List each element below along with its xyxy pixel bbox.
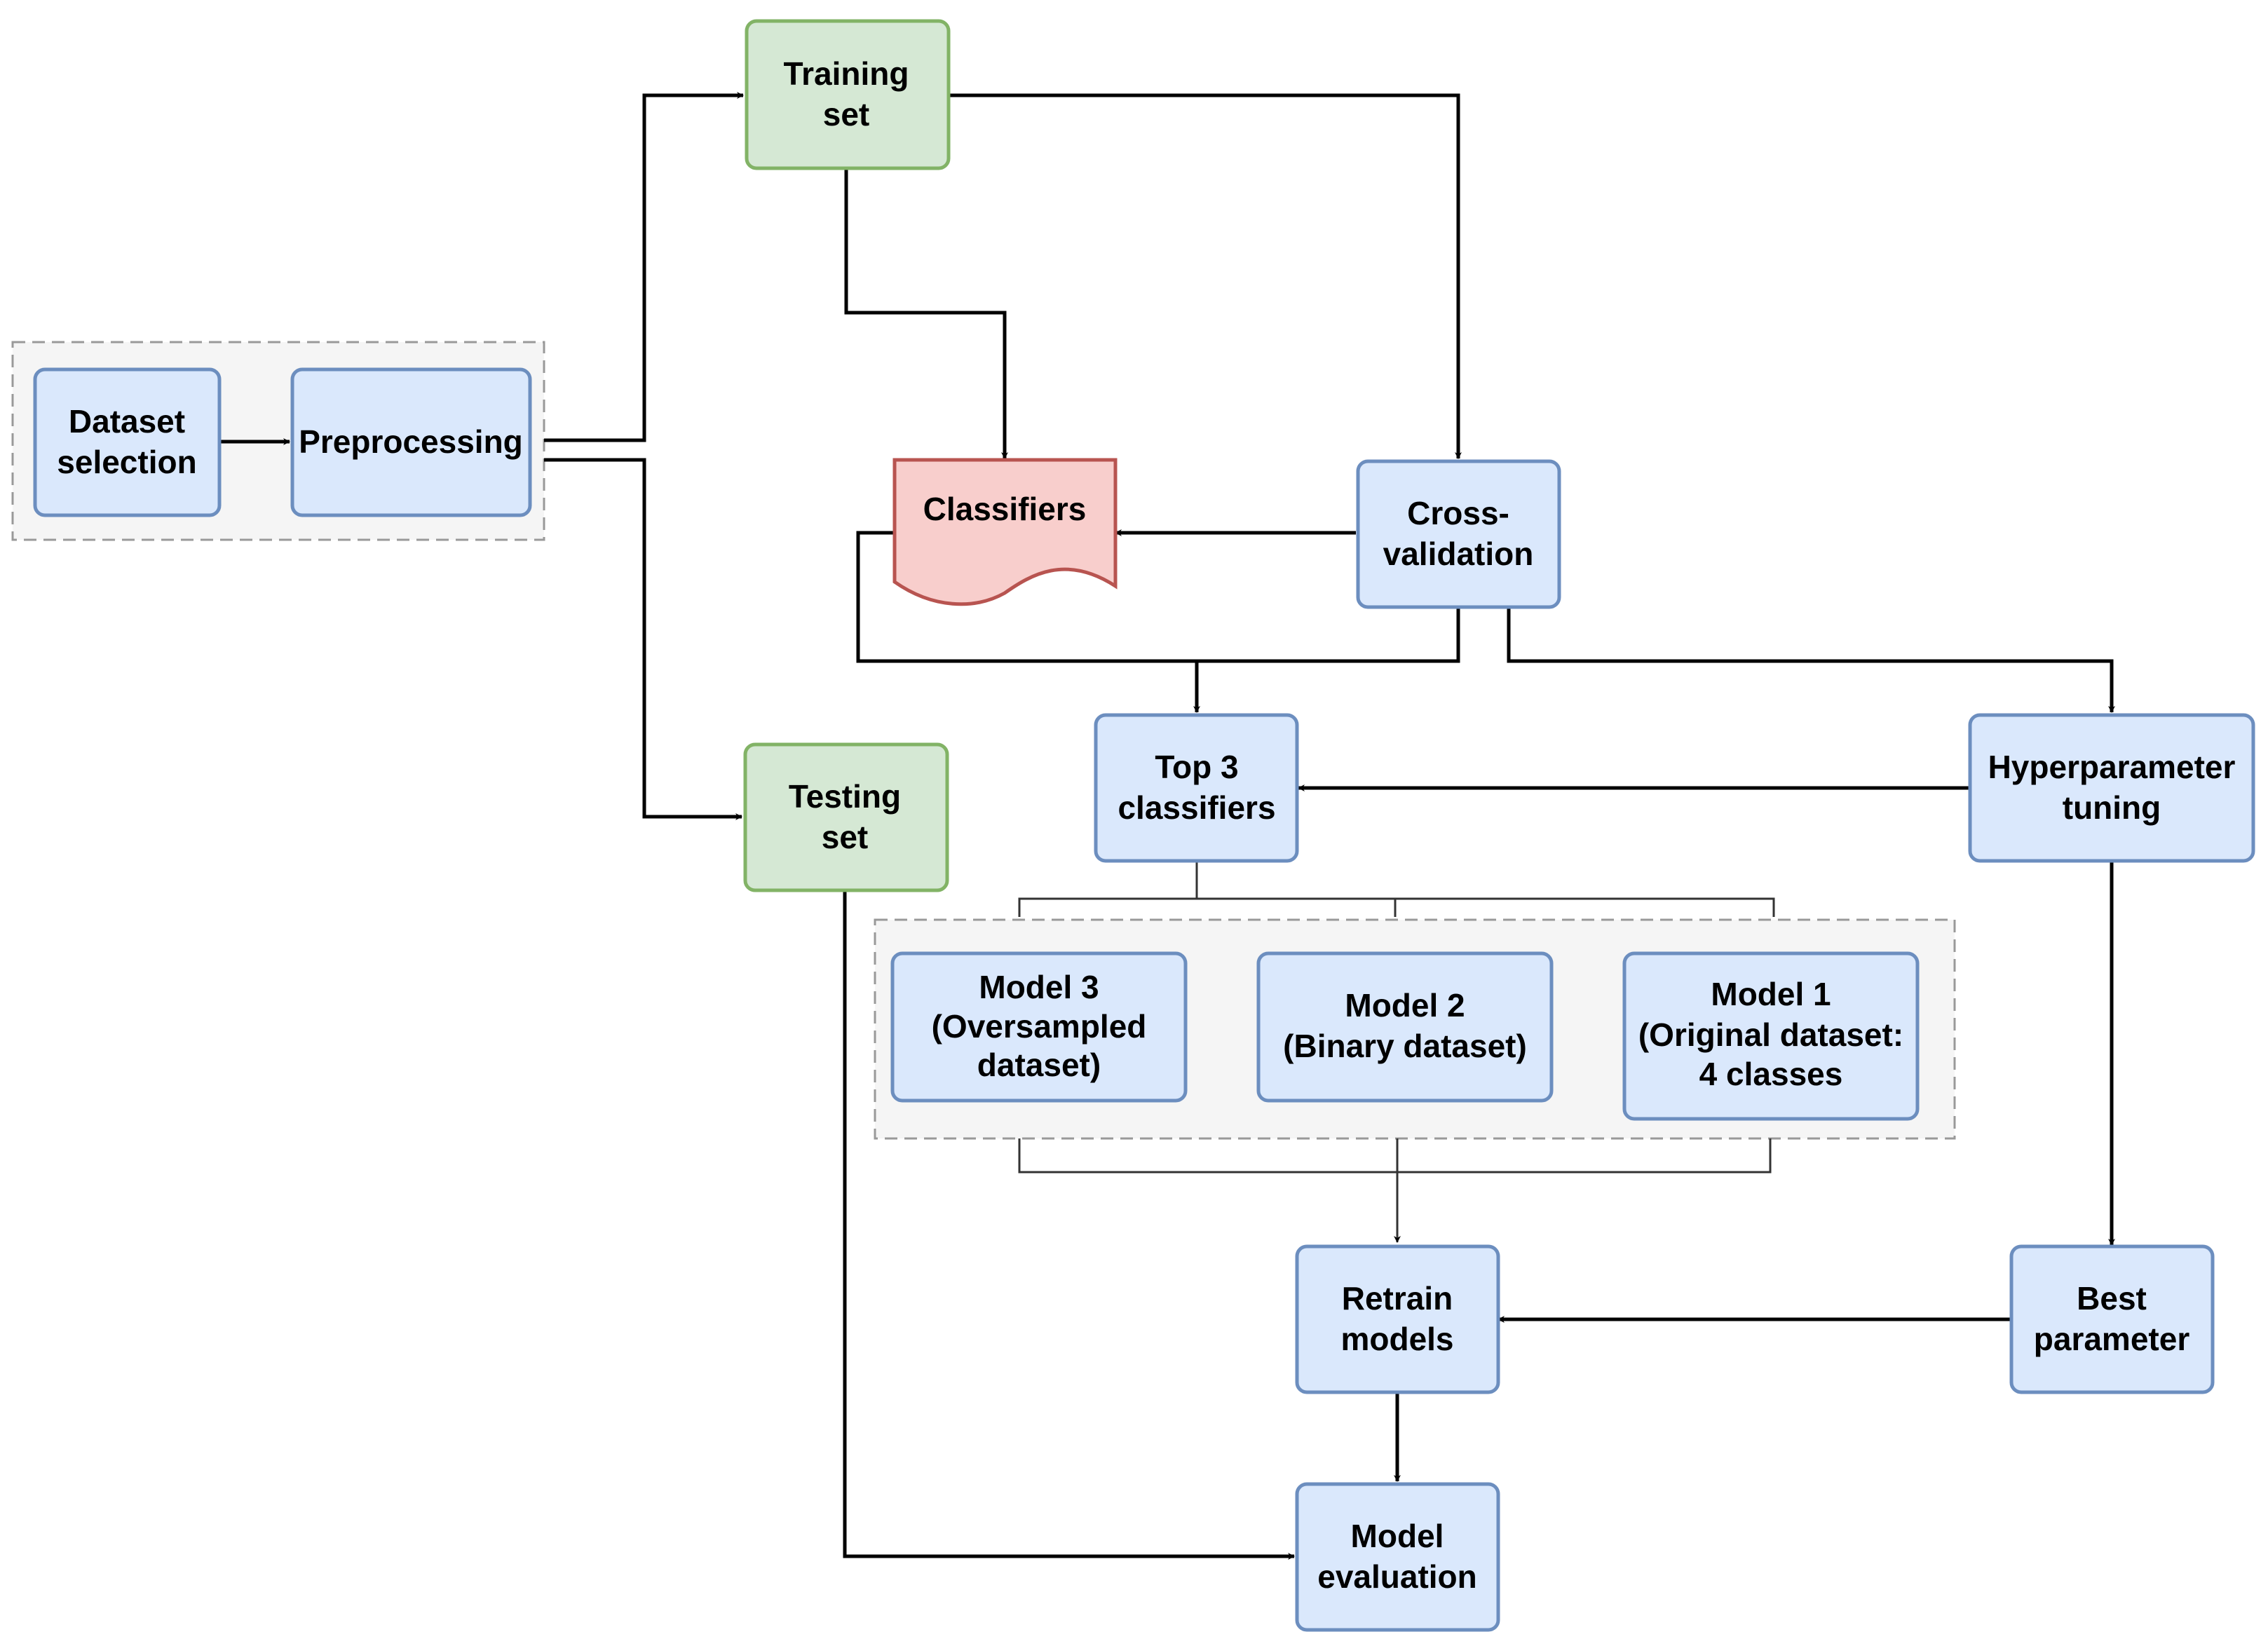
model1-node[interactable]: Model 1 (Original dataset: 4 classes (1622, 951, 1920, 1121)
cross-validation-node[interactable]: Cross- validation (1356, 459, 1561, 609)
training-set-label-1: Training (784, 55, 909, 92)
classifiers-node[interactable]: Classifiers (892, 458, 1118, 606)
top3-label-1: Top 3 (1155, 749, 1238, 785)
training-set-node[interactable]: Training set (745, 19, 951, 170)
dataset-selection-label-2: selection (57, 444, 196, 480)
dataset-selection-label-1: Dataset (69, 403, 185, 440)
model2-label-2: (Binary dataset) (1283, 1028, 1527, 1064)
model-evaluation-label-2: evaluation (1317, 1558, 1477, 1595)
preprocessing-node[interactable]: Preprocessing (290, 367, 532, 517)
edge-preprocessing-testing (544, 458, 742, 820)
hyperparameter-label-1: Hyperparameter (1988, 749, 2236, 785)
model3-label-2: (Oversampled (932, 1008, 1147, 1045)
edge-preprocessing-training (544, 92, 744, 442)
classifiers-document-shape (892, 458, 1118, 606)
edge-training-crossvalidation (949, 93, 1462, 459)
top3-classifiers-node[interactable]: Top 3 classifiers (1094, 713, 1299, 863)
best-parameter-node[interactable]: Best parameter (2009, 1244, 2215, 1394)
retrain-models-node[interactable]: Retrain models (1295, 1244, 1500, 1394)
model-evaluation-label-1: Model (1351, 1518, 1444, 1554)
model2-label-1: Model 2 (1345, 987, 1465, 1023)
model3-node[interactable]: Model 3 (Oversampled dataset) (890, 951, 1188, 1103)
model3-label-3: dataset) (977, 1047, 1101, 1083)
dataset-selection-node[interactable]: Dataset selection (33, 367, 222, 517)
retrain-label-1: Retrain (1342, 1280, 1453, 1317)
edge-testing-evaluation (843, 890, 1295, 1560)
model2-node[interactable]: Model 2 (Binary dataset) (1256, 951, 1554, 1103)
hyperparameter-tuning-node[interactable]: Hyperparameter tuning (1968, 713, 2255, 863)
testing-set-node[interactable]: Testing set (743, 742, 949, 892)
edge-classifiers-top3 (856, 531, 1460, 663)
testing-set-label-1: Testing (789, 778, 901, 815)
hyperparameter-label-2: tuning (2063, 789, 2161, 826)
best-parameter-label-1: Best (2077, 1280, 2147, 1317)
edge-crossvalidation-hyperparameter (1507, 608, 2115, 713)
model3-label-1: Model 3 (979, 969, 1099, 1005)
edge-training-classifiers (844, 168, 1008, 459)
testing-set-label-2: set (822, 819, 868, 855)
model1-label-1: Model 1 (1711, 976, 1831, 1012)
classifiers-label: Classifiers (923, 491, 1087, 527)
model1-label-2: (Original dataset: (1638, 1016, 1903, 1053)
training-set-label-2: set (823, 96, 869, 132)
top3-label-2: classifiers (1118, 789, 1275, 826)
best-parameter-label-2: parameter (2034, 1321, 2190, 1357)
retrain-label-2: models (1340, 1321, 1453, 1357)
model-evaluation-node[interactable]: Model evaluation (1295, 1482, 1500, 1632)
bracket-top3-models-bar (1018, 897, 1775, 917)
cross-validation-label-2: validation (1383, 536, 1534, 572)
cross-validation-label-1: Cross- (1407, 495, 1509, 531)
model1-label-3: 4 classes (1699, 1056, 1843, 1092)
bracket-models-retrain (1018, 1138, 1772, 1174)
preprocessing-label: Preprocessing (299, 423, 523, 460)
